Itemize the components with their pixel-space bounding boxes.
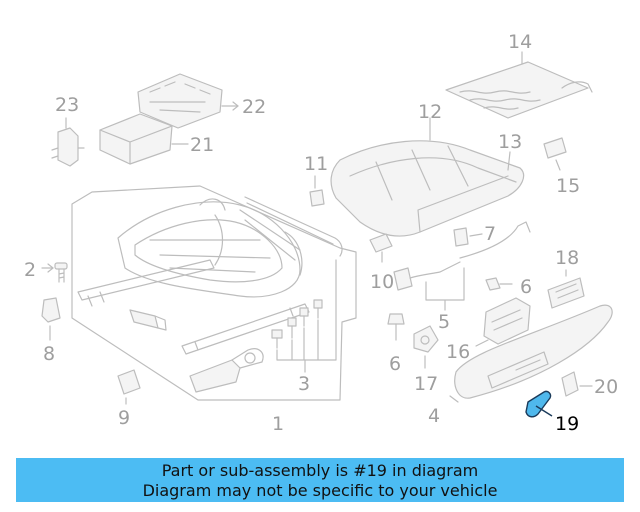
part-5-harness bbox=[393, 261, 465, 311]
part-22-control-unit bbox=[137, 73, 239, 129]
callout-11: 11 bbox=[304, 153, 328, 175]
part-20-knob bbox=[561, 371, 593, 397]
part-21-module bbox=[99, 113, 189, 165]
wire-strip bbox=[244, 196, 343, 257]
motor-assembly bbox=[129, 309, 264, 393]
callout-7: 7 bbox=[484, 223, 496, 245]
part-8-clip bbox=[41, 297, 61, 341]
part-7-clip bbox=[453, 221, 531, 259]
info-banner: Part or sub-assembly is #19 in diagram D… bbox=[16, 458, 624, 502]
callout-5: 5 bbox=[438, 311, 450, 333]
callout-18: 18 bbox=[555, 247, 579, 269]
part-9-cover bbox=[117, 369, 141, 405]
callout-22: 22 bbox=[242, 96, 266, 118]
callout-6b: 6 bbox=[520, 276, 532, 298]
callout-4: 4 bbox=[428, 405, 440, 427]
part-19-highlighted[interactable] bbox=[525, 390, 553, 418]
part-15-connector bbox=[543, 137, 567, 171]
part-18-switch bbox=[547, 269, 585, 309]
callout-6a: 6 bbox=[389, 353, 401, 375]
part-6-screw-b bbox=[485, 277, 513, 291]
part-10-switch bbox=[369, 233, 393, 263]
callout-8: 8 bbox=[43, 343, 55, 365]
part-4-side-shield bbox=[449, 304, 613, 403]
callout-15: 15 bbox=[556, 175, 580, 197]
part-23-bracket bbox=[51, 117, 85, 167]
part-11-clip bbox=[309, 175, 325, 207]
callout-23: 23 bbox=[55, 94, 79, 116]
callout-12: 12 bbox=[418, 101, 442, 123]
callout-2: 2 bbox=[24, 259, 36, 281]
callout-14: 14 bbox=[508, 31, 532, 53]
part-6-screw-a bbox=[387, 313, 405, 341]
part-14-heater-mat bbox=[445, 51, 593, 119]
callout-21: 21 bbox=[190, 134, 214, 156]
seat-frame-outline bbox=[71, 185, 357, 401]
callout-3: 3 bbox=[298, 373, 310, 395]
seat-cushion bbox=[330, 117, 525, 237]
banner-line-2: Diagram may not be specific to your vehi… bbox=[142, 481, 498, 500]
callout-13: 13 bbox=[498, 131, 522, 153]
part-3-fasteners bbox=[271, 259, 337, 373]
part-2-bolt bbox=[41, 262, 68, 283]
part-16-module bbox=[475, 297, 531, 347]
seat-frame bbox=[77, 198, 310, 355]
callout-9: 9 bbox=[118, 407, 130, 429]
callout-17: 17 bbox=[414, 373, 438, 395]
callout-16: 16 bbox=[446, 341, 470, 363]
callout-19: 19 bbox=[555, 413, 579, 435]
part-17-bracket bbox=[413, 325, 439, 369]
callout-20: 20 bbox=[594, 376, 618, 398]
banner-line-1: Part or sub-assembly is #19 in diagram bbox=[161, 461, 479, 480]
callout-10: 10 bbox=[370, 271, 394, 293]
callout-labels: 1 2 3 4 5 6 6 7 8 9 10 11 12 13 14 15 16… bbox=[24, 31, 618, 435]
callout-1: 1 bbox=[272, 413, 284, 435]
